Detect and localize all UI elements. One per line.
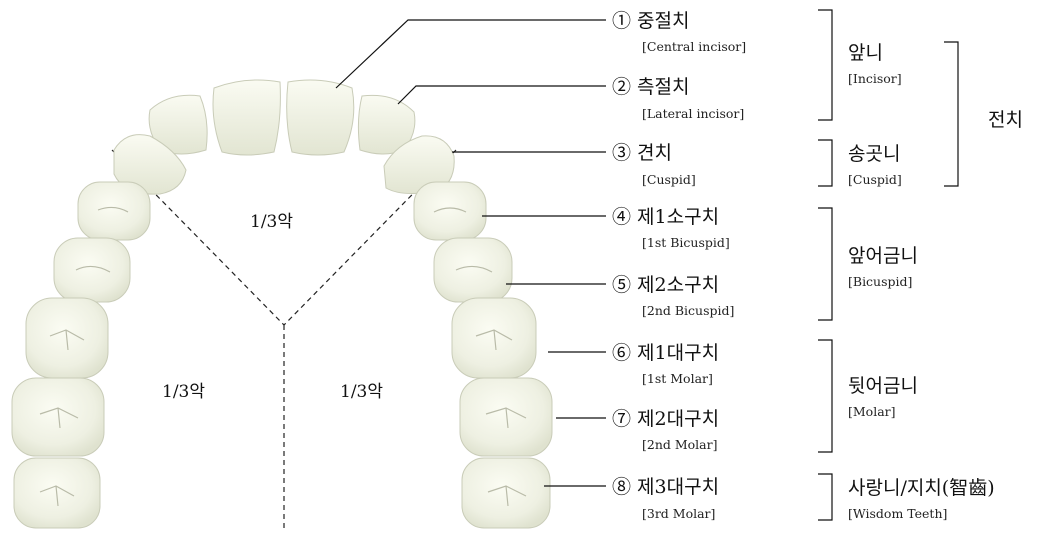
tooth-second-molar-left: [12, 378, 104, 456]
bracket-wisdom: [818, 474, 832, 520]
tooth-first-molar-right: [452, 298, 536, 378]
tooth-label-7: ⑦ 제2대구치: [612, 408, 719, 430]
bracket-incisor: [818, 10, 832, 120]
bracket-anterior: [944, 42, 958, 186]
tooth-third-molar-right: [462, 458, 550, 528]
group-sublabel-molar: [Molar]: [848, 404, 896, 419]
third-label-right: 1/3악: [340, 382, 383, 402]
tooth-central-incisor-right: [287, 80, 354, 155]
right-posterior-teeth: [414, 182, 552, 528]
group-label-anterior: 전치: [988, 109, 1023, 131]
tooth-sublabel-8: [3rd Molar]: [642, 506, 715, 521]
tooth-first-bicuspid-left: [78, 182, 150, 240]
tooth-sublabel-7: [2nd Molar]: [642, 437, 717, 452]
upper-arch-teeth: [114, 80, 454, 194]
arch-division-lines: [112, 150, 456, 530]
tooth-second-molar-right: [460, 378, 552, 456]
bracket-cuspid: [818, 140, 832, 186]
group-sublabel-incisor: [Incisor]: [848, 71, 902, 86]
tooth-label-6: ⑥ 제1대구치: [612, 342, 719, 364]
tooth-sublabel-3: [Cuspid]: [642, 172, 696, 187]
leader-central-incisor: [336, 20, 606, 88]
group-label-cuspid: 송곳니: [848, 143, 900, 165]
group-label-wisdom: 사랑니/지치(智齒): [848, 477, 995, 499]
tooth-second-bicuspid-left: [54, 238, 130, 302]
tooth-sublabel-1: [Central incisor]: [642, 39, 746, 54]
tooth-central-incisor-left: [213, 80, 280, 155]
tooth-labels: ① 중절치 [Central incisor] ② 측절치 [Lateral i…: [612, 10, 746, 521]
tooth-first-bicuspid-right: [414, 182, 486, 240]
group-sublabel-wisdom: [Wisdom Teeth]: [848, 506, 947, 521]
group-label-molar: 뒷어금니: [848, 375, 918, 397]
tooth-sublabel-4: [1st Bicuspid]: [642, 235, 730, 250]
bracket-bicuspid: [818, 208, 832, 320]
group-label-incisor: 앞니: [848, 42, 883, 64]
tooth-label-1: ① 중절치: [612, 10, 689, 32]
tooth-label-5: ⑤ 제2소구치: [612, 274, 719, 296]
tooth-sublabel-2: [Lateral incisor]: [642, 106, 744, 121]
group-label-bicuspid: 앞어금니: [848, 245, 918, 267]
tooth-label-3: ③ 견치: [612, 142, 672, 164]
tooth-label-8: ⑧ 제3대구치: [612, 476, 719, 498]
group-labels: 앞니 [Incisor] 송곳니 [Cuspid] 앞어금니 [Bicuspid…: [848, 42, 1023, 521]
tooth-label-2: ② 측절치: [612, 76, 689, 98]
group-sublabel-bicuspid: [Bicuspid]: [848, 274, 912, 289]
tooth-label-4: ④ 제1소구치: [612, 206, 719, 228]
group-sublabel-cuspid: [Cuspid]: [848, 172, 902, 187]
left-posterior-teeth: [12, 182, 150, 528]
third-label-left: 1/3악: [162, 382, 205, 402]
third-label-top: 1/3악: [250, 212, 293, 232]
tooth-sublabel-5: [2nd Bicuspid]: [642, 303, 734, 318]
tooth-second-bicuspid-right: [434, 238, 512, 302]
leader-lateral-incisor: [398, 86, 606, 104]
tooth-sublabel-6: [1st Molar]: [642, 371, 713, 386]
bracket-molar: [818, 340, 832, 452]
